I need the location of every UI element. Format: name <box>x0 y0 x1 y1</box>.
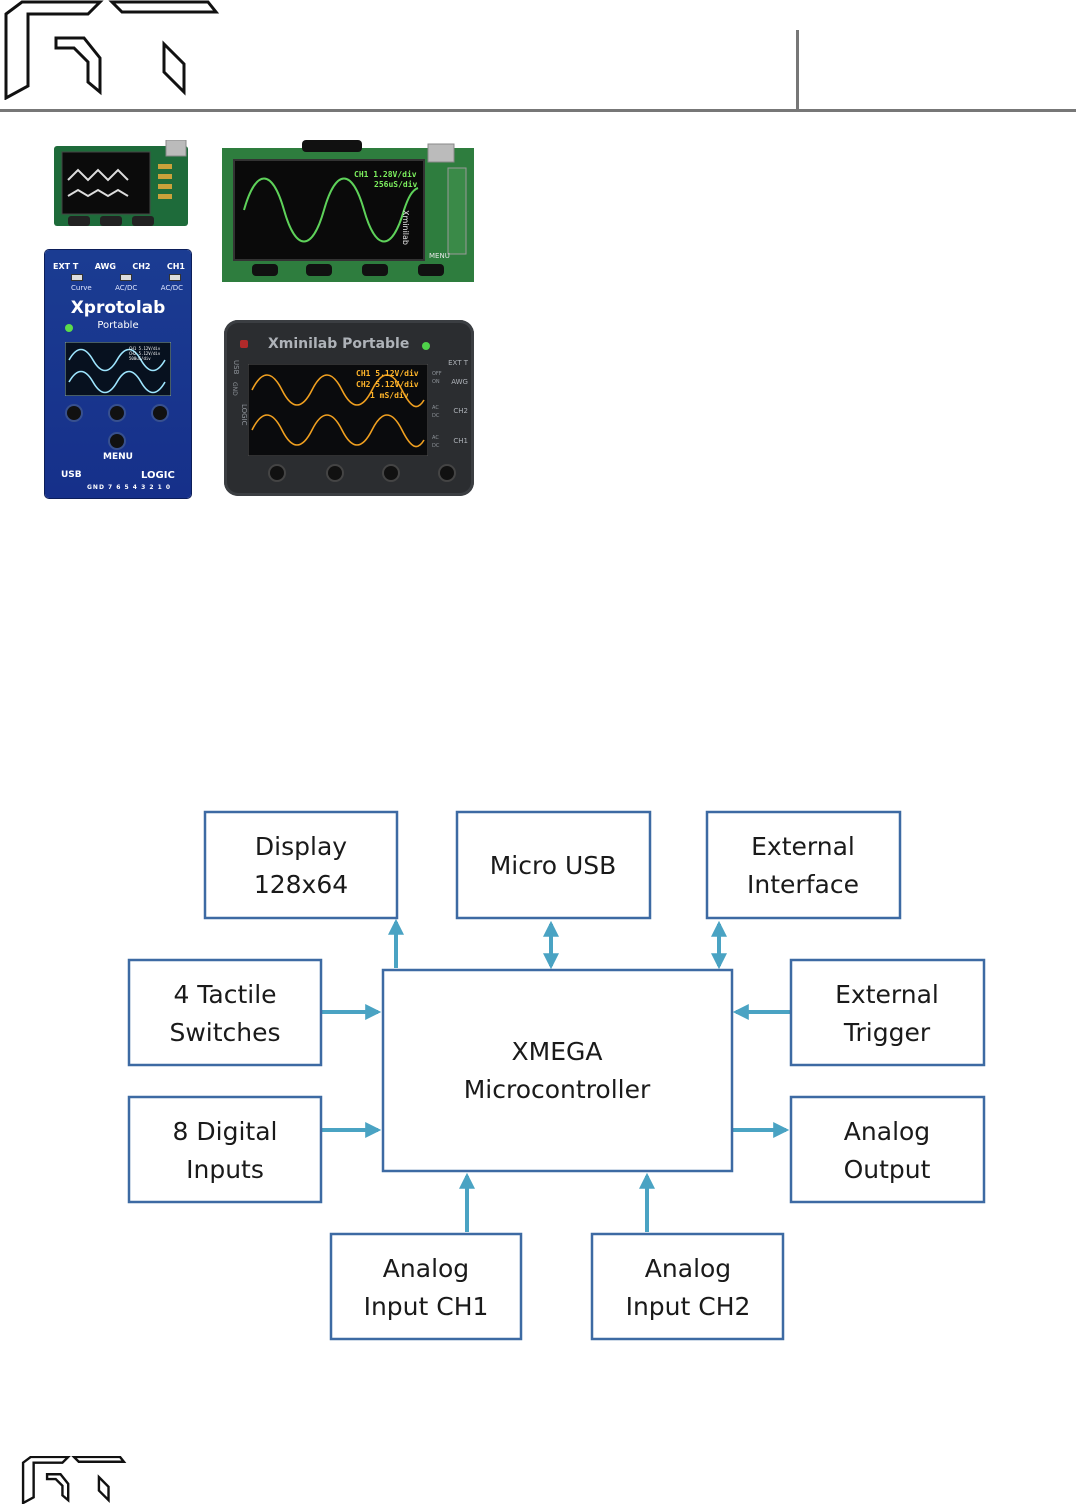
right-label-awg: AWG <box>451 378 468 386</box>
digital-label-1: 8 Digital <box>173 1117 278 1146</box>
switch-label-on: ON <box>432 379 440 385</box>
xminilab-portable-title: Xminilab Portable <box>268 336 410 352</box>
button-1-icon <box>270 466 284 480</box>
ext-interface-label-2: Interface <box>747 870 859 899</box>
top-label-ext-t: EXT T <box>53 262 79 271</box>
device-subtitle: Portable <box>97 320 139 331</box>
block-input-ch2 <box>590 1232 785 1341</box>
analog-out-label-1: Analog <box>844 1117 930 1146</box>
header-rule <box>0 109 1076 112</box>
right-label-ch1: CH1 <box>453 437 468 445</box>
button-3-icon <box>153 406 167 420</box>
display-label-1: Display <box>255 832 347 861</box>
ext-trigger-label-1: External <box>835 980 939 1009</box>
display-label-2: 128x64 <box>254 870 348 899</box>
ch1-label-2: Input CH1 <box>364 1292 489 1321</box>
ch1-label-1: Analog <box>383 1254 469 1283</box>
xprotolab-board-photo <box>54 140 188 226</box>
page-header <box>0 0 1076 115</box>
tactile-label-1: 4 Tactile <box>173 980 276 1009</box>
block-analog-output <box>789 1095 986 1204</box>
ch2-label-1: Analog <box>645 1254 731 1283</box>
xminilab-side-label: Xminilab <box>401 210 410 245</box>
xprotolab-portable-photo: EXT T AWG CH2 CH1 Curve AC/DC AC/DC Xpro… <box>45 250 191 498</box>
button-2-icon <box>328 466 342 480</box>
portable-screen-line-3: 500uS/div <box>129 356 151 361</box>
block-ext-interface <box>705 810 902 920</box>
led-icon <box>422 342 430 350</box>
xminilab-menu-label: MENU <box>429 252 450 260</box>
switch-label-acdc-1: AC/DC <box>115 284 138 292</box>
xminilab-board-photo: CH1 1.28V/div 256uS/div Xminilab MENU <box>222 140 474 282</box>
switch-label-curve: Curve <box>71 284 92 292</box>
device-title: Xprotolab <box>70 298 166 318</box>
switch-label-ac-2: AC <box>432 435 439 441</box>
top-label-awg: AWG <box>94 262 116 271</box>
xminilab-board-graphic <box>222 140 474 282</box>
menu-label: MENU <box>103 452 133 462</box>
mcu-label-1: XMEGA <box>512 1037 603 1066</box>
block-mcu <box>381 968 734 1173</box>
xminilab-portable-gnd-label: GND <box>231 382 238 396</box>
company-logo-icon <box>4 0 220 100</box>
pins-label: GND 7 6 5 4 3 2 1 0 <box>87 484 172 491</box>
switch-label-dc-1: DC <box>432 413 440 419</box>
xminilab-portable-screen-line-3: 1 mS/div <box>370 391 409 400</box>
switch-label-off: OFF <box>432 371 442 377</box>
portable-screen-line-2: CH2 5.12V/div <box>129 351 161 356</box>
logic-label: LOGIC <box>141 470 175 481</box>
block-input-ch1 <box>329 1232 523 1341</box>
switch-label-dc-2: DC <box>432 443 440 449</box>
xminilab-screen-line-2: 256uS/div <box>374 180 418 189</box>
menu-button-icon <box>110 434 124 448</box>
block-ext-trigger <box>789 958 986 1067</box>
xminilab-screen-line-1: CH1 1.28V/div <box>354 170 417 179</box>
ext-interface-label-1: External <box>751 832 855 861</box>
xminilab-portable-screen-line-1: CH1 5.12V/div <box>356 369 419 378</box>
device-screen <box>65 342 171 396</box>
button-3-icon <box>384 466 398 480</box>
footer-logo-icon <box>21 1456 127 1504</box>
button-2-icon <box>110 406 124 420</box>
xminilab-portable-photo: Xminilab Portable CH1 5.12V/div CH2 5.12… <box>224 320 474 496</box>
right-label-ch2: CH2 <box>453 407 468 415</box>
xminilab-portable-logic-label: LOGIC <box>240 404 248 426</box>
usb-label: USB <box>61 470 82 480</box>
mcu-label-2: Microcontroller <box>464 1075 651 1104</box>
switch-icon <box>120 274 132 281</box>
right-label-ext-t: EXT T <box>448 359 468 367</box>
xminilab-portable-screen <box>248 364 428 456</box>
block-display <box>203 810 399 920</box>
xminilab-portable-usb-label: USB <box>232 360 240 375</box>
switch-icon <box>169 274 181 281</box>
switch-label-ac-1: AC <box>432 405 439 411</box>
top-label-ch1: CH1 <box>166 262 185 271</box>
led-icon <box>240 340 248 348</box>
block-micro-usb <box>455 810 652 920</box>
usb-label: Micro USB <box>490 851 617 880</box>
block-tactile <box>127 958 323 1067</box>
tactile-label-2: Switches <box>169 1018 280 1047</box>
top-label-ch2: CH2 <box>132 262 151 271</box>
switch-icon <box>71 274 83 281</box>
led-icon <box>65 324 73 332</box>
switch-label-acdc-2: AC/DC <box>160 284 183 292</box>
header-divider <box>796 30 799 112</box>
block-diagram: Display 128x64 Micro USB External Interf… <box>127 810 986 1341</box>
button-1-icon <box>67 406 81 420</box>
analog-out-label-2: Output <box>844 1155 931 1184</box>
ext-trigger-label-2: Trigger <box>843 1018 931 1047</box>
ch2-label-2: Input CH2 <box>626 1292 751 1321</box>
digital-label-2: Inputs <box>186 1155 264 1184</box>
block-digital-inputs <box>127 1095 323 1204</box>
portable-screen-line-1: CH1 5.12V/div <box>129 346 161 351</box>
xminilab-portable-screen-line-2: CH2 5.12V/div <box>356 380 419 389</box>
menu-button-icon <box>440 466 454 480</box>
